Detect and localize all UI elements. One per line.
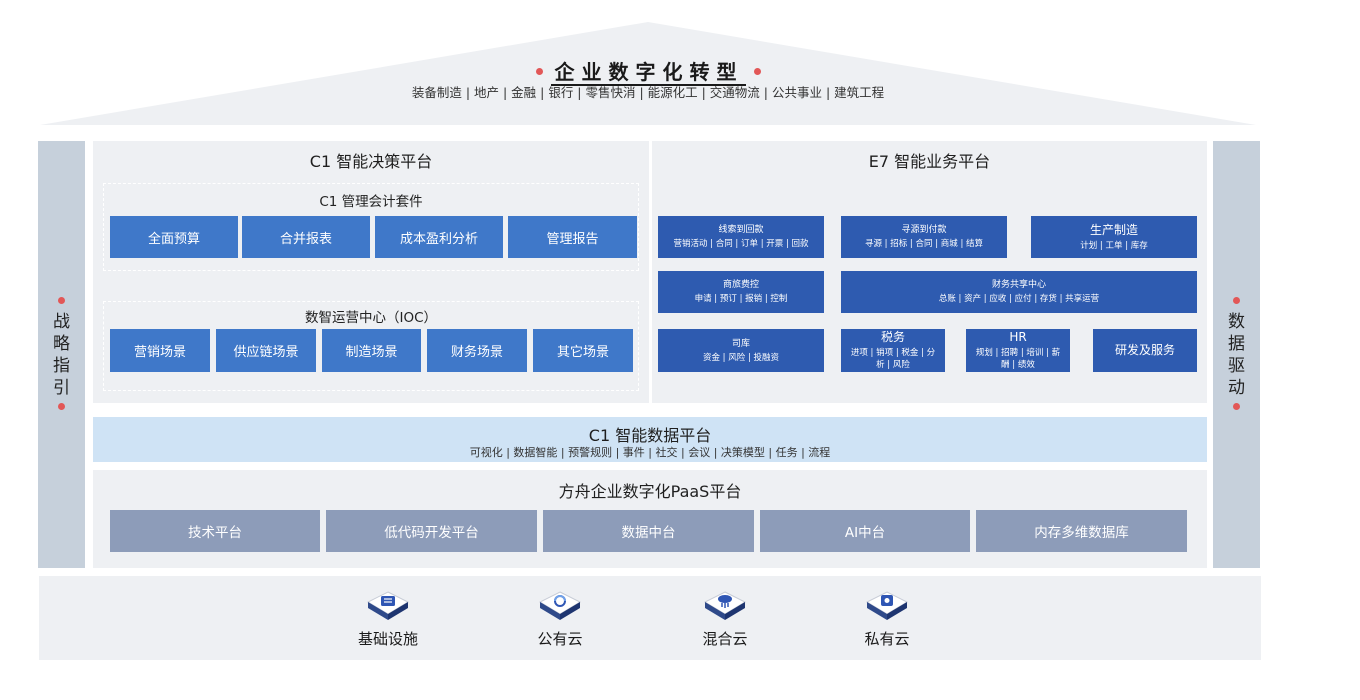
pillar-right-label: 数据驱动 bbox=[1213, 311, 1260, 399]
red-dot-icon bbox=[1233, 297, 1240, 304]
industry-list: 装备制造 | 地产 | 金融 | 银行 | 零售快消 | 能源化工 | 交通物流… bbox=[411, 85, 885, 100]
suite-item-reports[interactable]: 管理报告 bbox=[508, 216, 637, 258]
c1-data-platform: C1 智能数据平台 可视化 | 数据智能 | 预警规则 | 事件 | 社交 | … bbox=[93, 417, 1207, 462]
module-rd-service[interactable]: 研发及服务 bbox=[1093, 329, 1197, 372]
red-dot-icon bbox=[1233, 403, 1240, 410]
ioc-item-other[interactable]: 其它场景 bbox=[533, 329, 633, 372]
c1-decision-panel: C1 智能决策平台 C1 管理会计套件 全面预算 合并报表 成本盈利分析 管理报… bbox=[93, 141, 649, 403]
e7-business-title: E7 智能业务平台 bbox=[868, 152, 991, 171]
data-driven-pillar: 数据驱动 bbox=[1213, 141, 1260, 568]
paas-title: 方舟企业数字化PaaS平台 bbox=[558, 482, 742, 501]
pillar-char: 数 bbox=[1228, 312, 1245, 332]
ioc-center: 数智运营中心（IOC） bbox=[103, 301, 639, 391]
ioc-item-manufacturing[interactable]: 制造场景 bbox=[322, 329, 421, 372]
roof-shape bbox=[40, 22, 1256, 125]
pillar-left-label: 战略指引 bbox=[38, 311, 85, 399]
cloud-item-hybrid[interactable]: 混合云 bbox=[670, 576, 780, 660]
paas-item-ai-middle[interactable]: AI中台 bbox=[760, 510, 970, 552]
red-dot-icon bbox=[753, 68, 761, 75]
pillar-char: 战 bbox=[53, 312, 70, 332]
suite-item-budget[interactable]: 全面预算 bbox=[110, 216, 238, 258]
pillar-char: 引 bbox=[53, 378, 70, 398]
module-tax[interactable]: 税务 进项 | 销项 | 税金 | 分析 | 风险 bbox=[841, 329, 945, 372]
public-cloud-icon bbox=[538, 591, 582, 620]
c1-decision-title: C1 智能决策平台 bbox=[309, 152, 433, 171]
cloud-item-infrastructure[interactable]: 基础设施 bbox=[333, 576, 443, 660]
paas-item-data-middle[interactable]: 数据中台 bbox=[543, 510, 754, 552]
pillar-char: 驱 bbox=[1228, 356, 1245, 376]
red-dot-icon bbox=[58, 403, 65, 410]
suite-title: C1 管理会计套件 bbox=[319, 194, 423, 210]
pillar-char: 略 bbox=[53, 334, 70, 354]
private-cloud-icon bbox=[865, 591, 909, 620]
e7-business-panel: E7 智能业务平台 线索到回款 营销活动 | 合同 | 订单 | 开票 | 回款… bbox=[652, 141, 1207, 403]
module-source-to-pay[interactable]: 寻源到付款 寻源 | 招标 | 合同 | 商城 | 结算 bbox=[841, 216, 1007, 258]
suite-item-consolidation[interactable]: 合并报表 bbox=[242, 216, 370, 258]
roof-title: 企业数字化转型 bbox=[0, 56, 1296, 86]
module-shared-finance[interactable]: 财务共享中心 总账 | 资产 | 应收 | 应付 | 存货 | 共享运营 bbox=[841, 271, 1197, 313]
ioc-item-marketing[interactable]: 营销场景 bbox=[110, 329, 210, 372]
hybrid-cloud-icon bbox=[703, 591, 747, 620]
module-manufacturing[interactable]: 生产制造 计划 | 工单 | 库存 bbox=[1031, 216, 1197, 258]
module-hr[interactable]: HR 规划 | 招聘 | 培训 | 薪酬 | 绩效 bbox=[966, 329, 1070, 372]
infrastructure-icon bbox=[366, 591, 410, 620]
paas-item-memory-db[interactable]: 内存多维数据库 bbox=[976, 510, 1187, 552]
module-travel-expense[interactable]: 商旅费控 申请 | 预订 | 报销 | 控制 bbox=[658, 271, 824, 313]
data-platform-features: 可视化 | 数据智能 | 预警规则 | 事件 | 社交 | 会议 | 决策模型 … bbox=[469, 446, 831, 459]
suite-item-cost-profit[interactable]: 成本盈利分析 bbox=[375, 216, 503, 258]
module-treasury[interactable]: 司库 资金 | 风险 | 投融资 bbox=[658, 329, 824, 372]
ioc-item-finance[interactable]: 财务场景 bbox=[427, 329, 527, 372]
management-accounting-suite: C1 管理会计套件 bbox=[103, 183, 639, 271]
cloud-item-public[interactable]: 公有云 bbox=[505, 576, 615, 660]
pillar-char: 动 bbox=[1228, 378, 1245, 398]
red-dot-icon bbox=[535, 68, 543, 75]
strategy-pillar: 战略指引 bbox=[38, 141, 85, 568]
module-lead-to-cash[interactable]: 线索到回款 营销活动 | 合同 | 订单 | 开票 | 回款 bbox=[658, 216, 824, 258]
ioc-item-supply-chain[interactable]: 供应链场景 bbox=[216, 329, 316, 372]
cloud-deployment-band: 基础设施 公有云 混合云 私有云 bbox=[39, 576, 1261, 660]
red-dot-icon bbox=[58, 297, 65, 304]
ioc-title: 数智运营中心（IOC） bbox=[304, 310, 438, 326]
cloud-item-private[interactable]: 私有云 bbox=[832, 576, 942, 660]
pillar-char: 据 bbox=[1228, 334, 1245, 354]
pillar-char: 指 bbox=[53, 356, 70, 376]
data-platform-title: C1 智能数据平台 bbox=[588, 426, 712, 445]
paas-item-lowcode[interactable]: 低代码开发平台 bbox=[326, 510, 537, 552]
paas-item-tech[interactable]: 技术平台 bbox=[110, 510, 320, 552]
